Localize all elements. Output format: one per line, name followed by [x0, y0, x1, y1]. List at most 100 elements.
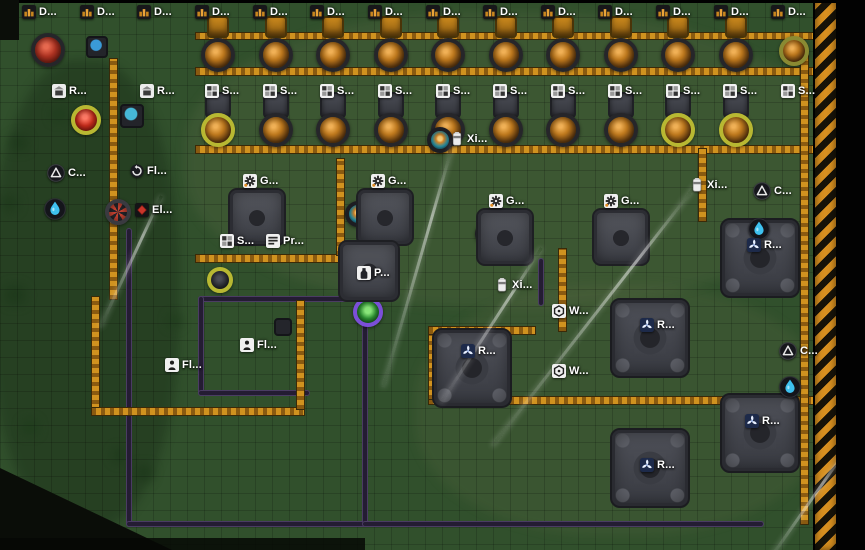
conveyor-belt[interactable] — [800, 55, 809, 525]
map-tag-depot[interactable]: D... — [195, 5, 230, 19]
furnace-block[interactable] — [380, 16, 402, 38]
map-tag-silo[interactable]: S... — [205, 84, 239, 98]
map-tag-silo[interactable]: S... — [493, 84, 527, 98]
map-tag-silo[interactable]: S... — [378, 84, 412, 98]
map-tag-depot[interactable]: D... — [771, 5, 806, 19]
map-tag-silo[interactable]: S... — [551, 84, 585, 98]
map-tag-fan[interactable]: R... — [461, 344, 496, 358]
map-tag-printer[interactable]: Pr... — [266, 234, 304, 248]
map-tag-circleA[interactable]: C... — [47, 164, 86, 182]
furnace-block[interactable] — [495, 16, 517, 38]
map-tag-person[interactable]: Fl... — [240, 338, 277, 352]
map-tag-circleA[interactable]: C... — [779, 342, 818, 360]
map-tag-fan[interactable]: R... — [640, 458, 675, 472]
map-tag-depot[interactable]: D... — [22, 5, 57, 19]
map-tag-depot[interactable]: D... — [426, 5, 461, 19]
conveyor-belt[interactable] — [91, 407, 305, 416]
map-tag-gear[interactable]: G... — [604, 194, 640, 208]
furnace-block[interactable] — [552, 16, 574, 38]
hazard-wall[interactable] — [813, 0, 836, 550]
map-tag-hexagon[interactable]: W... — [552, 364, 589, 378]
conveyor-belt[interactable] — [109, 58, 118, 300]
map-tag-gear[interactable]: G... — [243, 174, 279, 188]
map-tag-silo[interactable]: S... — [723, 84, 757, 98]
map-tag-depot[interactable]: D... — [483, 5, 518, 19]
smelter-machine[interactable] — [374, 113, 408, 147]
map-tag-silo[interactable]: S... — [436, 84, 470, 98]
smelter-machine[interactable] — [489, 113, 523, 147]
smelter-machine[interactable] — [719, 113, 753, 147]
map-tag-depot[interactable]: D... — [656, 5, 691, 19]
map-tag-fan[interactable]: R... — [747, 238, 782, 252]
smelter-machine[interactable] — [374, 38, 408, 72]
map-tag-gear[interactable]: G... — [371, 174, 407, 188]
map-tag-silo[interactable]: S... — [220, 234, 254, 248]
map-tag-silo[interactable]: S... — [263, 84, 297, 98]
storage-chest[interactable] — [86, 36, 108, 58]
refinery-machine[interactable] — [432, 328, 512, 408]
map-tag-depot[interactable]: D... — [598, 5, 633, 19]
map-tag-silo[interactable]: S... — [320, 84, 354, 98]
smelter-machine[interactable] — [105, 199, 131, 225]
smelter-machine[interactable] — [661, 113, 695, 147]
smelter-machine[interactable] — [779, 36, 809, 66]
map-tag-canister[interactable]: Xi... — [690, 178, 728, 192]
map-tag-depot[interactable]: D... — [137, 5, 172, 19]
map-tag-fan[interactable]: R... — [640, 318, 675, 332]
pipe[interactable] — [126, 228, 132, 526]
furnace-block[interactable] — [322, 16, 344, 38]
map-tag-canister[interactable]: Xi... — [495, 278, 533, 292]
conveyor-belt[interactable] — [296, 300, 305, 410]
pipe[interactable] — [126, 521, 368, 527]
pipe[interactable] — [198, 296, 204, 396]
smelter-machine[interactable] — [604, 38, 638, 72]
pipe[interactable] — [362, 521, 764, 527]
smelter-machine[interactable] — [431, 38, 465, 72]
smelter-machine[interactable] — [604, 113, 638, 147]
map-tag-depot[interactable]: D... — [253, 5, 288, 19]
smelter-machine[interactable] — [489, 38, 523, 72]
assembler-machine[interactable] — [356, 188, 414, 246]
smelter-machine[interactable] — [353, 297, 383, 327]
storage-chest[interactable] — [274, 318, 292, 336]
smelter-machine[interactable] — [546, 38, 580, 72]
map-tag-hexagon[interactable]: W... — [552, 304, 589, 318]
map-tag-drop[interactable] — [779, 376, 801, 398]
map-tag-element[interactable]: El... — [135, 203, 173, 217]
map-tag-depot[interactable]: D... — [310, 5, 345, 19]
map-tag-silo[interactable]: S... — [608, 84, 642, 98]
map-tag-depot[interactable]: D... — [714, 5, 749, 19]
map-tag-machine-light[interactable]: R... — [52, 84, 87, 98]
smelter-machine[interactable] — [316, 113, 350, 147]
map-tag-fan[interactable]: R... — [745, 414, 780, 428]
storage-chest[interactable] — [120, 104, 144, 128]
map-tag-silo[interactable]: S... — [666, 84, 700, 98]
conveyor-belt[interactable] — [195, 254, 345, 263]
smelter-machine[interactable] — [316, 38, 350, 72]
refinery-machine[interactable] — [610, 298, 690, 378]
map-tag-depot[interactable]: D... — [368, 5, 403, 19]
pipe[interactable] — [362, 308, 368, 524]
furnace-block[interactable] — [265, 16, 287, 38]
conveyor-belt[interactable] — [91, 296, 100, 414]
smelter-machine[interactable] — [719, 38, 753, 72]
furnace-block[interactable] — [207, 16, 229, 38]
map-tag-circleA[interactable]: C... — [753, 182, 792, 200]
map-tag-silo[interactable]: S... — [781, 84, 815, 98]
pipe[interactable] — [198, 390, 310, 396]
conveyor-belt[interactable] — [558, 248, 567, 332]
map-tag-depot[interactable]: D... — [80, 5, 115, 19]
map-tag-bottle[interactable]: P... — [357, 266, 390, 280]
map-tag-drop[interactable] — [748, 218, 770, 240]
furnace-block[interactable] — [667, 16, 689, 38]
map-tag-person[interactable]: Fl... — [165, 358, 202, 372]
map-tag-machine-light[interactable]: R... — [140, 84, 175, 98]
map-tag-canister[interactable]: Xi... — [450, 132, 488, 146]
assembler-machine[interactable] — [592, 208, 650, 266]
smelter-machine[interactable] — [207, 267, 233, 293]
map-tag-gear[interactable]: G... — [489, 194, 525, 208]
smelter-machine[interactable] — [546, 113, 580, 147]
furnace-block[interactable] — [610, 16, 632, 38]
map-tag-depot[interactable]: D... — [541, 5, 576, 19]
